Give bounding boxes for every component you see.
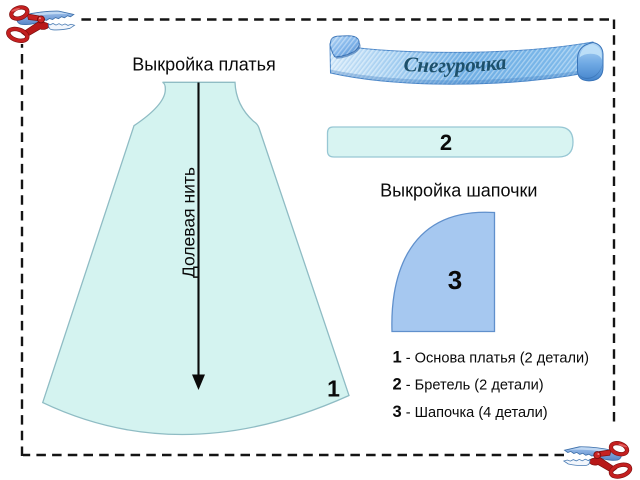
svg-text:2 - Бретель (2 детали): 2 - Бретель (2 детали) [393,376,544,394]
svg-text:3: 3 [448,265,462,295]
svg-text:2: 2 [440,130,452,155]
svg-text:Выкройка платья: Выкройка платья [132,55,275,75]
svg-text:3 - Шапочка (4 детали): 3 - Шапочка (4 детали) [393,403,548,421]
svg-text:1 - Основа платья (2 детали): 1 - Основа платья (2 детали) [393,349,590,367]
svg-text:1: 1 [327,376,340,402]
svg-text:Долевая нить: Долевая нить [179,167,199,278]
svg-text:Выкройка шапочки: Выкройка шапочки [380,181,537,201]
svg-text:Снегурочка: Снегурочка [403,50,508,78]
